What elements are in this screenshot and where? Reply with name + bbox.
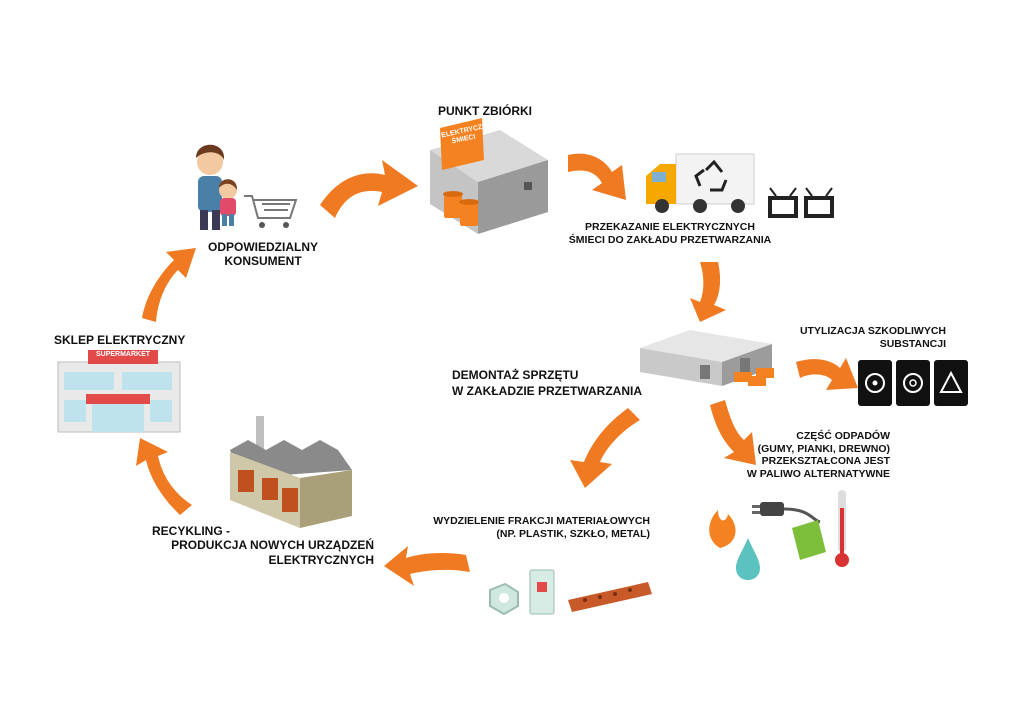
tv-icon bbox=[768, 187, 798, 218]
fuel-label: CZĘŚĆ ODPADÓW (GUMY, PIANKI, DREWNO) PRZ… bbox=[740, 430, 890, 480]
transfer-label-line-2: ŚMIECI DO ZAKŁADU PRZETWARZANIA bbox=[568, 233, 772, 246]
arrow-consumer-to-collection bbox=[320, 160, 418, 218]
fuel-label-line-3: PRZEKSZTAŁCONA JEST bbox=[761, 455, 890, 468]
recycle-icon bbox=[694, 159, 728, 192]
fuel-label-line-4: W PALIWO ALTERNATYWNE bbox=[746, 467, 890, 480]
store-sign: SUPERMARKET bbox=[95, 351, 151, 358]
radiation-icon bbox=[865, 373, 885, 393]
disposal-label-line-1: UTYLIZACJA SZKODLIWYCH bbox=[799, 325, 946, 337]
dismantle-label-line-2: W ZAKŁADZIE PRZETWARZANIA bbox=[452, 383, 642, 398]
fuel-label-line-1: CZĘŚĆ ODPADÓW bbox=[796, 430, 890, 442]
fuel-can-icon bbox=[792, 520, 826, 560]
consumer-illustration bbox=[196, 144, 298, 230]
recycling-label-line-1: RECYKLING - bbox=[152, 524, 230, 538]
drop-icon bbox=[736, 538, 760, 580]
consumer-label: ODPOWIEDZIALNY KONSUMENT bbox=[198, 240, 328, 269]
disposal-label: UTYLIZACJA SZKODLIWYCH SUBSTANCJI bbox=[780, 325, 946, 350]
arrow-store-to-consumer bbox=[142, 248, 196, 322]
arrow-recycling-to-store bbox=[136, 438, 192, 515]
store-label: SKLEP ELEKTRYCZNY bbox=[54, 333, 186, 347]
recycling-label-line-3: ELEKTRYCZNYCH bbox=[268, 552, 374, 567]
flame-icon bbox=[709, 510, 736, 548]
material-fractions bbox=[489, 569, 652, 616]
arrow-collection-to-truck bbox=[568, 153, 626, 200]
fractions-label: WYDZIELENIE FRAKCJI MATERIAŁOWYCH (NP. P… bbox=[420, 515, 650, 540]
factory-building bbox=[230, 416, 352, 528]
recycling-truck bbox=[646, 153, 834, 218]
alternative-fuel-icons bbox=[709, 490, 849, 580]
hazard-barrels bbox=[858, 360, 968, 406]
thermometer-icon bbox=[835, 490, 849, 567]
dismantle-label-line-1: DEMONTAŻ SPRZĘTU bbox=[452, 368, 579, 382]
recycling-label-line-2: PRODUKCJA NOWYCH URZĄDZEŃ bbox=[171, 538, 374, 553]
arrow-fractions-to-recycling bbox=[384, 546, 470, 586]
arrow-plant-to-fuel bbox=[710, 400, 756, 465]
tv-icon bbox=[804, 187, 834, 218]
fractions-label-line-1: WYDZIELENIE FRAKCJI MATERIAŁOWYCH bbox=[433, 515, 650, 527]
arrow-plant-to-fractions bbox=[570, 408, 640, 488]
recycling-label: RECYKLING - PRODUKCJA NOWYCH URZĄDZEŃ EL… bbox=[148, 524, 374, 567]
biohazard-icon bbox=[903, 373, 923, 393]
processing-plant bbox=[640, 330, 774, 386]
dismantle-label: DEMONTAŻ SPRZĘTU W ZAKŁADZIE PRZETWARZAN… bbox=[452, 368, 642, 399]
arrow-plant-to-disposal bbox=[796, 358, 858, 390]
fractions-label-line-2: (NP. PLASTIK, SZKŁO, METAL) bbox=[496, 527, 650, 540]
warning-icon bbox=[939, 370, 963, 393]
disposal-label-line-2: SUBSTANCJI bbox=[879, 337, 946, 350]
transfer-label-line-1: PRZEKAZANIE ELEKTRYCZNYCH bbox=[585, 221, 755, 233]
fuel-label-line-2: (GUMY, PIANKI, DREWNO) bbox=[757, 442, 890, 455]
arrow-truck-to-plant bbox=[690, 262, 726, 322]
consumer-label-line-1: ODPOWIEDZIALNY bbox=[208, 240, 318, 254]
collection-point-building bbox=[430, 118, 548, 234]
consumer-label-line-2: KONSUMENT bbox=[224, 254, 302, 269]
collection-point-label: PUNKT ZBIÓRKI bbox=[438, 104, 532, 118]
plug-icon bbox=[752, 502, 821, 524]
transfer-label: PRZEKAZANIE ELEKTRYCZNYCH ŚMIECI DO ZAKŁ… bbox=[560, 221, 780, 246]
steel-beam-icon bbox=[568, 582, 652, 612]
store-building bbox=[57, 350, 181, 433]
